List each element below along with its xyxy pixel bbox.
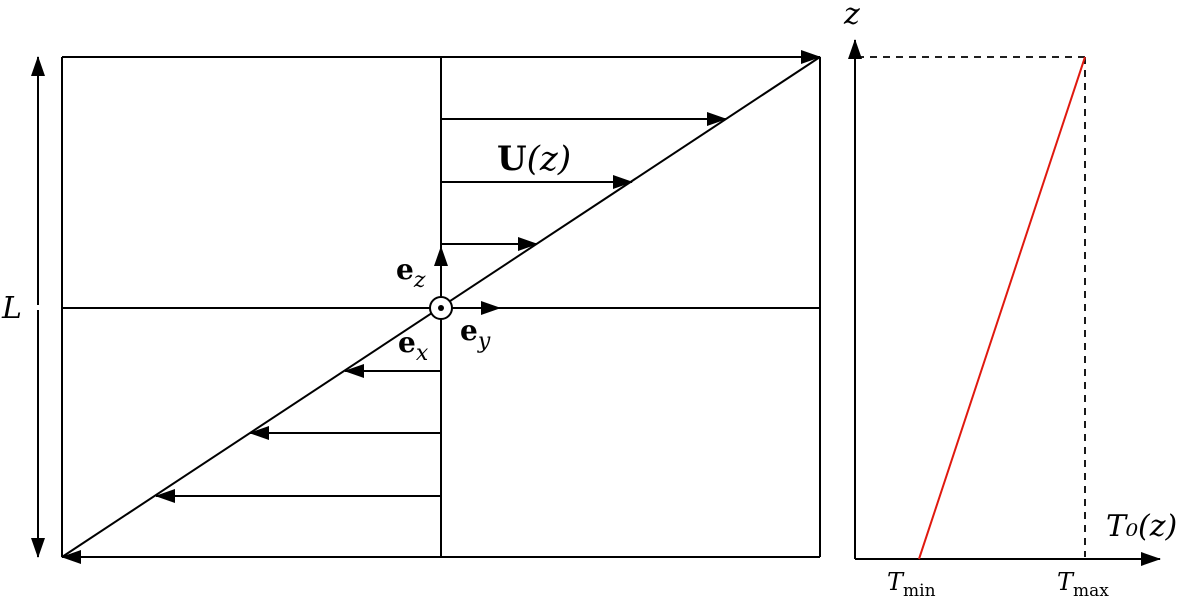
temperature-profile-line [918, 56, 1086, 560]
tmin-label: Tmin [887, 568, 936, 598]
plot-t0-label: T₀(z) [1106, 509, 1177, 544]
velocity-label: U(z) [497, 139, 571, 179]
unit-vectors [429, 246, 501, 320]
tmax-label: Tmax [1057, 568, 1109, 598]
ez-label: ez [396, 253, 426, 293]
length-marker: L [1, 56, 45, 558]
plot-z-label: z [843, 0, 860, 32]
temperature-plot: z T₀(z) Tmin Tmax [843, 0, 1177, 598]
velocity-arrows [155, 112, 727, 503]
ey-label: ey [460, 314, 491, 354]
length-label: L [1, 291, 22, 326]
ex-label: ex [398, 326, 429, 366]
